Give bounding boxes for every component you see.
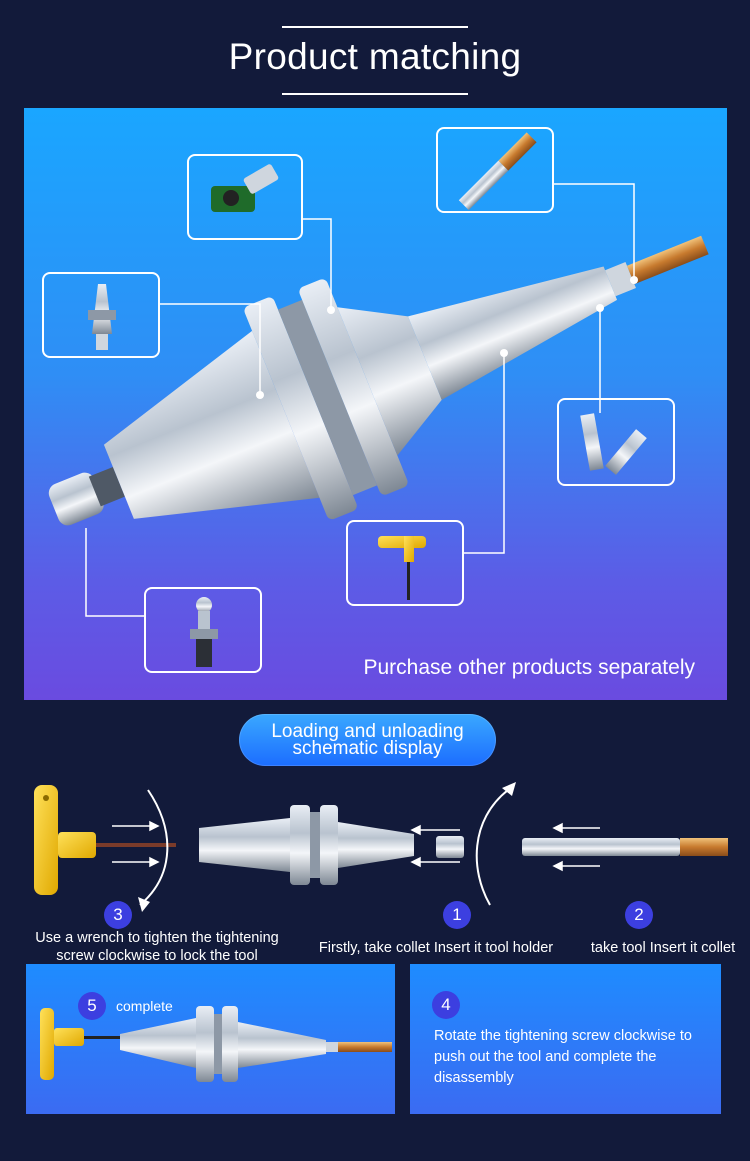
callout-lines (85, 183, 635, 617)
thumb-t-wrench (346, 520, 464, 606)
end-mill-diagram-image (522, 838, 728, 856)
thumb-tool-holder (42, 272, 160, 358)
holder-diagram-image (199, 805, 414, 885)
panel-disassembly: 4 Rotate the tightening screw clockwise … (410, 964, 721, 1114)
tool-holder-image (48, 235, 709, 526)
insert-arrows-left (112, 820, 160, 868)
loading-badge: Loading and unloading schematic display (239, 714, 496, 766)
step-5-badge: 5 (78, 992, 106, 1020)
step-3-text: Use a wrench to tighten the tightening s… (14, 929, 300, 965)
panel-complete: 5 complete (26, 964, 395, 1114)
step-1-text: Firstly, take collet Insert it tool hold… (318, 940, 554, 956)
complete-assembly-image (40, 1006, 392, 1082)
thumb-collet (557, 398, 675, 486)
loading-badge-line1: Loading and unloading (271, 721, 464, 742)
thumb-pull-stud (144, 587, 262, 673)
step-5-text: complete (116, 998, 173, 1014)
hero-caption: Purchase other products separately (363, 656, 695, 679)
step-3-line1: Use a wrench to tighten the tightening (35, 930, 279, 946)
step-2-badge: 2 (625, 901, 653, 929)
thumb-end-mill (436, 127, 554, 213)
thumb-clamping-fixture (187, 154, 303, 240)
insert-arrows-tool (552, 822, 600, 872)
title-rule-top (282, 26, 468, 28)
collet-diagram-image (436, 836, 464, 858)
rotate-arrow-up (475, 789, 509, 906)
page-title: Product matching (228, 36, 522, 77)
step-1-badge: 1 (443, 901, 471, 929)
title-rule-bottom (282, 93, 468, 95)
wrench-image (34, 785, 176, 895)
step-3-line2: screw clockwise to lock the tool (56, 948, 258, 964)
insert-arrows-collet (410, 824, 460, 868)
step-4-badge: 4 (432, 991, 460, 1019)
hero-product-panel: Purchase other products separately (24, 108, 727, 700)
hero-illustration (48, 183, 709, 617)
rotate-arrow-clockwise (139, 789, 169, 906)
step-3-badge: 3 (104, 901, 132, 929)
loading-badge-line2: schematic display (292, 738, 443, 759)
step-4-text: Rotate the tightening screw clockwise to… (434, 1028, 692, 1086)
step-2-text: take tool Insert it collet (590, 940, 736, 956)
